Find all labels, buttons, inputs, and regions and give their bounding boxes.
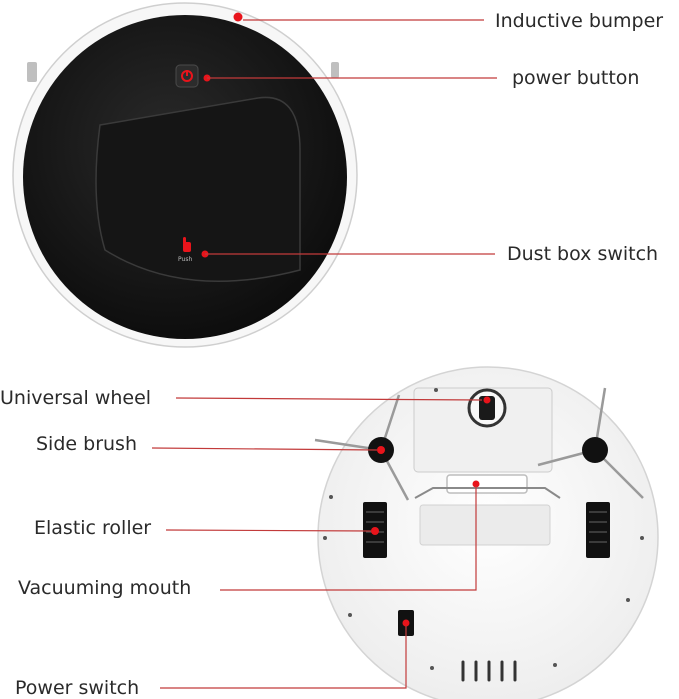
mouth-marker-dot	[472, 480, 480, 488]
bottom-view	[151, 366, 659, 699]
switch-marker-dot	[402, 619, 410, 627]
mouth-frame	[414, 487, 561, 499]
wheel-leader-line	[175, 397, 483, 401]
wheel-marker-dot	[483, 396, 491, 404]
filter-area	[419, 504, 551, 546]
right-side-brush	[537, 387, 644, 499]
top-view	[12, 2, 497, 348]
roller-leader-line	[165, 529, 372, 532]
mouth-leader-line	[220, 486, 477, 591]
left-bumper-clip	[27, 62, 37, 82]
roller-marker-dot	[371, 527, 379, 535]
bumper-marker-dot	[233, 12, 243, 22]
label-inductive-bumper: Inductive bumper	[495, 10, 664, 32]
switch-leader-line	[160, 626, 407, 689]
push-label: Push	[178, 256, 193, 263]
push-hand-icon	[183, 237, 191, 252]
right-drive-wheel	[586, 502, 610, 558]
label-dust-box-switch: Dust box switch	[507, 243, 659, 265]
label-vacuuming-mouth: Vacuuming mouth	[18, 577, 192, 599]
label-side-brush: Side brush	[36, 433, 137, 455]
universal-wheel-tire	[479, 396, 495, 420]
right-bumper-clip	[331, 62, 339, 78]
label-elastic-roller: Elastic roller	[34, 517, 152, 539]
brush-marker-dot	[377, 446, 385, 454]
label-power-button: power button	[512, 67, 640, 89]
label-universal-wheel: Universal wheel	[0, 387, 152, 409]
rear-vents	[461, 660, 517, 682]
dust-box-lid	[95, 96, 301, 282]
brush-leader-line	[151, 447, 378, 451]
shell-screws	[323, 388, 644, 670]
vacuuming-mouth	[446, 474, 528, 494]
battery-panel	[413, 387, 553, 473]
label-power-switch: Power switch	[15, 677, 140, 699]
